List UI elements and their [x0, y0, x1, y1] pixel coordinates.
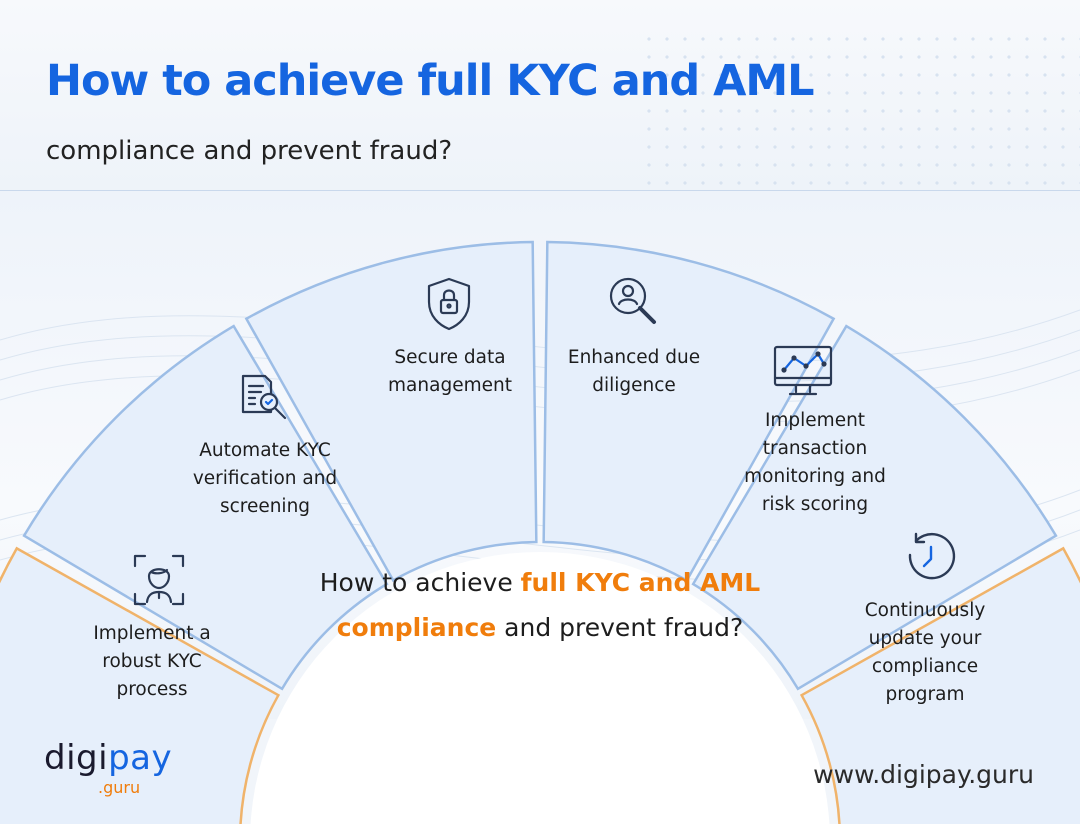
logo-wordmark-pay: pay [108, 738, 173, 778]
page-title: How to achieve full KYC and AML [46, 56, 815, 106]
website-url[interactable]: www.digipay.guru [813, 760, 1034, 789]
center-disc [250, 552, 830, 824]
monitor-chart-icon [773, 345, 833, 396]
segment-label-1: Implement a robust KYC process [93, 623, 211, 700]
shield-lock-icon [427, 277, 471, 331]
segment-1 [0, 546, 281, 824]
segment-3 [244, 240, 538, 583]
segment-label-5: Implement transaction monitoring and ris… [744, 410, 886, 515]
segment-4 [542, 240, 836, 583]
document-search-icon [241, 374, 287, 420]
center-question: How to achieve full KYC and AML complian… [300, 560, 780, 650]
segment-5 [691, 324, 1058, 691]
logo-suffix: .guru [98, 778, 141, 797]
center-question-highlight: full KYC and AML compliance [336, 568, 761, 642]
page-subtitle: compliance and prevent fraud? [46, 136, 453, 166]
segment-label-4: Enhanced due diligence [567, 347, 701, 396]
segment-label-2: Automate KYC verification and screening [192, 440, 338, 517]
clock-refresh-icon [908, 532, 956, 580]
logo-wordmark: digipay [44, 738, 172, 778]
center-question-lead: How to achieve [319, 568, 521, 597]
segment-label-3: Secure data management [388, 347, 512, 396]
segment-label-6: Continuously update your compliance prog… [864, 600, 986, 705]
face-scan-icon [133, 554, 185, 606]
digipay-logo[interactable]: digipay .guru [44, 738, 184, 808]
user-search-icon [609, 277, 656, 324]
segment-2 [22, 324, 389, 691]
center-question-tail: and prevent fraud? [496, 613, 744, 642]
logo-wordmark-digi: digi [44, 738, 109, 778]
segment-6 [799, 546, 1080, 824]
